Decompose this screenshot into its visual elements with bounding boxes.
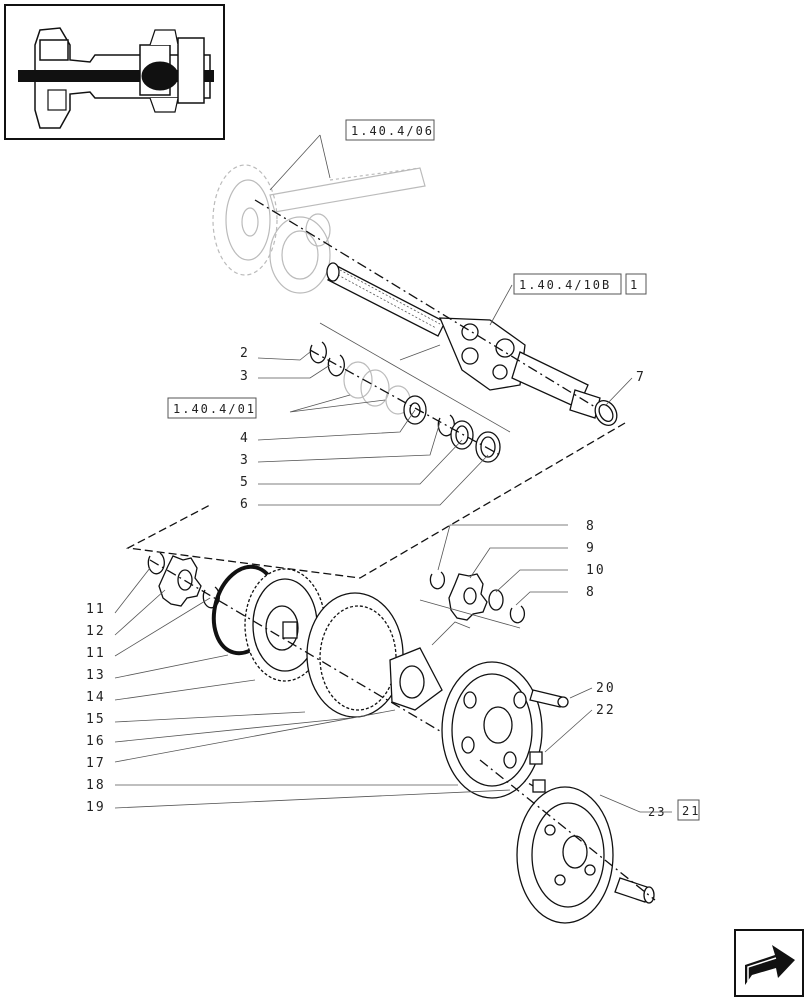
- reference-sub-label: 1: [630, 278, 639, 292]
- callout-15: 15: [86, 712, 106, 727]
- bracket-line-lower-tick: [431, 621, 471, 646]
- callout-8-second: 8: [586, 585, 596, 600]
- part-6-seal[interactable]: [475, 431, 501, 463]
- part-3-snap-ring[interactable]: [327, 354, 345, 377]
- housing-axis: [479, 759, 656, 901]
- callout-6: 6: [240, 497, 250, 512]
- group-axis-upper: [309, 349, 501, 456]
- part-14-sun-gear-carrier[interactable]: [244, 568, 326, 682]
- part-16-gasket-plate[interactable]: [389, 647, 443, 711]
- part-20-bolt[interactable]: [529, 689, 569, 708]
- reference-box-1-40-4-01[interactable]: 1.40.4/01: [167, 397, 257, 419]
- callout-10: 10: [586, 563, 606, 578]
- callout-12: 12: [86, 624, 106, 639]
- ghost-differential-carrier: [269, 213, 331, 294]
- reference-label: 1.40.4/06: [351, 124, 434, 138]
- callout-3-second: 3: [240, 453, 250, 468]
- next-page-arrow-button[interactable]: [734, 929, 804, 997]
- callout-17: 17: [86, 756, 106, 771]
- callout-4: 4: [240, 431, 250, 446]
- callout-18: 18: [86, 778, 106, 793]
- callout-20: 20: [596, 681, 616, 696]
- reference-sub-label: 21: [682, 804, 700, 818]
- callout-9: 9: [586, 541, 596, 556]
- ghost-bearing-cone: [343, 361, 411, 415]
- callout-8: 8: [586, 519, 596, 534]
- callout-labels: 2 3 4 3 5 6 7 8 9 10 8 11 12 11 13 14 15…: [86, 346, 646, 815]
- part-21-brake-housing[interactable]: [516, 786, 614, 924]
- callout-3: 3: [240, 369, 250, 384]
- callout-11: 11: [86, 602, 106, 617]
- group-boundary-dashed: [125, 422, 626, 579]
- part-10-needle-bearing[interactable]: [488, 589, 504, 611]
- part-8-circlip[interactable]: [429, 571, 446, 590]
- part-8-circlip-second[interactable]: [509, 605, 526, 624]
- callout-16: 16: [86, 734, 106, 749]
- bracket-line-upper-tick: [399, 344, 441, 361]
- callout-5: 5: [240, 475, 250, 490]
- callout-22: 22: [596, 703, 616, 718]
- part-15-ring-gear[interactable]: [306, 592, 404, 718]
- shaft-center-axis: [254, 199, 601, 411]
- part-12-planet-gear[interactable]: [158, 555, 202, 607]
- leader-lines: [114, 134, 672, 813]
- group-axis-lower: [149, 559, 541, 791]
- part-7-ring[interactable]: [591, 397, 621, 430]
- callout-7: 7: [636, 370, 646, 385]
- part-22-pin[interactable]: [529, 751, 546, 793]
- next-page-arrow-icon: [745, 945, 795, 985]
- part-18-planet-carrier-disc[interactable]: [441, 661, 543, 799]
- callout-2: 2: [240, 346, 250, 361]
- reference-label: 1.40.4/01: [173, 402, 256, 416]
- ghost-pinion-shaft: [269, 167, 426, 213]
- part-5-shim[interactable]: [450, 420, 474, 450]
- reference-label: 23: [648, 805, 666, 819]
- part-9-planet-gear[interactable]: [448, 573, 488, 621]
- callout-11-second: 11: [86, 646, 106, 661]
- bracket-line-upper: [319, 322, 511, 433]
- reference-box-1-40-4-10b[interactable]: 1.40.4/10B 1: [513, 273, 647, 295]
- part-2-circlip[interactable]: [309, 341, 327, 364]
- part-23-dowel-pin[interactable]: [614, 877, 655, 904]
- bracket-line-lower: [419, 599, 521, 629]
- callout-14: 14: [86, 690, 106, 705]
- callout-19: 19: [86, 800, 106, 815]
- reference-box-1-40-4-06[interactable]: 1.40.4/06: [345, 119, 435, 141]
- ghost-crown-wheel: [212, 164, 278, 276]
- axle-overview-thumbnail[interactable]: [4, 4, 225, 140]
- reference-box-23-21[interactable]: 23 21: [648, 799, 700, 821]
- callout-13: 13: [86, 668, 106, 683]
- reference-label: 1.40.4/10B: [519, 278, 611, 292]
